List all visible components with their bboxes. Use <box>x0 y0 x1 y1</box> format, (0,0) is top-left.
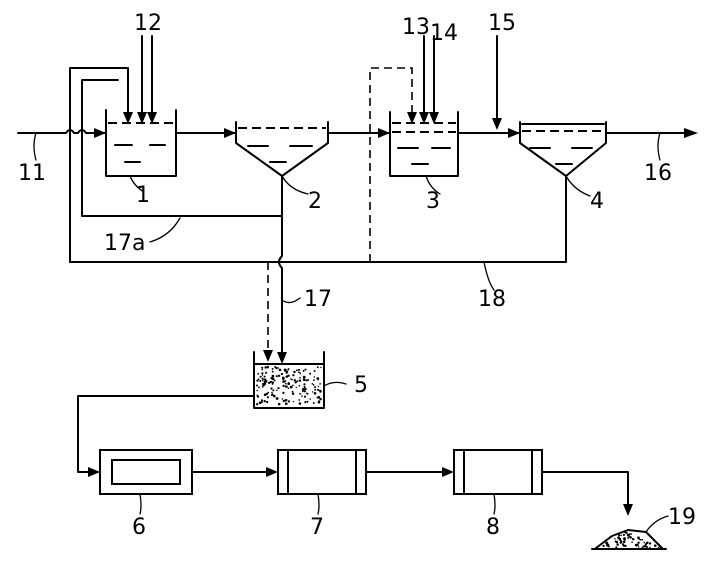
label-7: 7 <box>310 515 324 540</box>
label-13: 13 <box>402 15 430 40</box>
label-5: 5 <box>354 373 368 398</box>
line-3-to-4 <box>457 35 521 138</box>
label-17a: 17a <box>104 231 145 256</box>
label-14: 14 <box>430 21 458 46</box>
label-4: 4 <box>590 189 604 214</box>
line-5-to-6 <box>77 395 255 477</box>
dashed-recycle-tank-3 <box>369 67 417 262</box>
label-16: 16 <box>644 161 672 186</box>
product-pile-19 <box>591 529 667 550</box>
label-2: 2 <box>308 189 322 214</box>
label-19: 19 <box>668 505 696 530</box>
recycle-loop-into-tank-1 <box>69 67 133 263</box>
reagent-12-feed <box>137 35 157 124</box>
label-11: 11 <box>18 161 46 186</box>
sludge-tank-5 <box>253 351 325 409</box>
line-7-to-8 <box>365 467 454 477</box>
line-8-to-19 <box>541 471 633 516</box>
line-6-to-7 <box>191 467 278 477</box>
settler-4 <box>519 121 607 177</box>
unit-6 <box>99 449 193 495</box>
line-1-to-2 <box>175 128 237 138</box>
underflow-line-18 <box>69 175 567 263</box>
settler-2 <box>235 121 329 177</box>
label-15: 15 <box>488 11 516 36</box>
leader-lines <box>33 132 669 533</box>
underflow-2 <box>81 175 287 364</box>
reagent-13-14-feed <box>419 35 439 124</box>
unit-7 <box>277 449 367 495</box>
label-1: 1 <box>136 183 150 208</box>
dashed-line-17 <box>263 262 273 362</box>
inlet-line-11 <box>17 128 107 138</box>
label-18: 18 <box>478 287 506 312</box>
label-17: 17 <box>304 287 332 312</box>
outlet-line-16 <box>605 128 698 138</box>
unit-8 <box>453 449 543 495</box>
line-2-to-3 <box>327 128 391 138</box>
label-8: 8 <box>486 515 500 540</box>
tank-1 <box>105 109 177 177</box>
label-12: 12 <box>134 11 162 36</box>
label-6: 6 <box>132 515 146 540</box>
label-3: 3 <box>426 189 440 214</box>
